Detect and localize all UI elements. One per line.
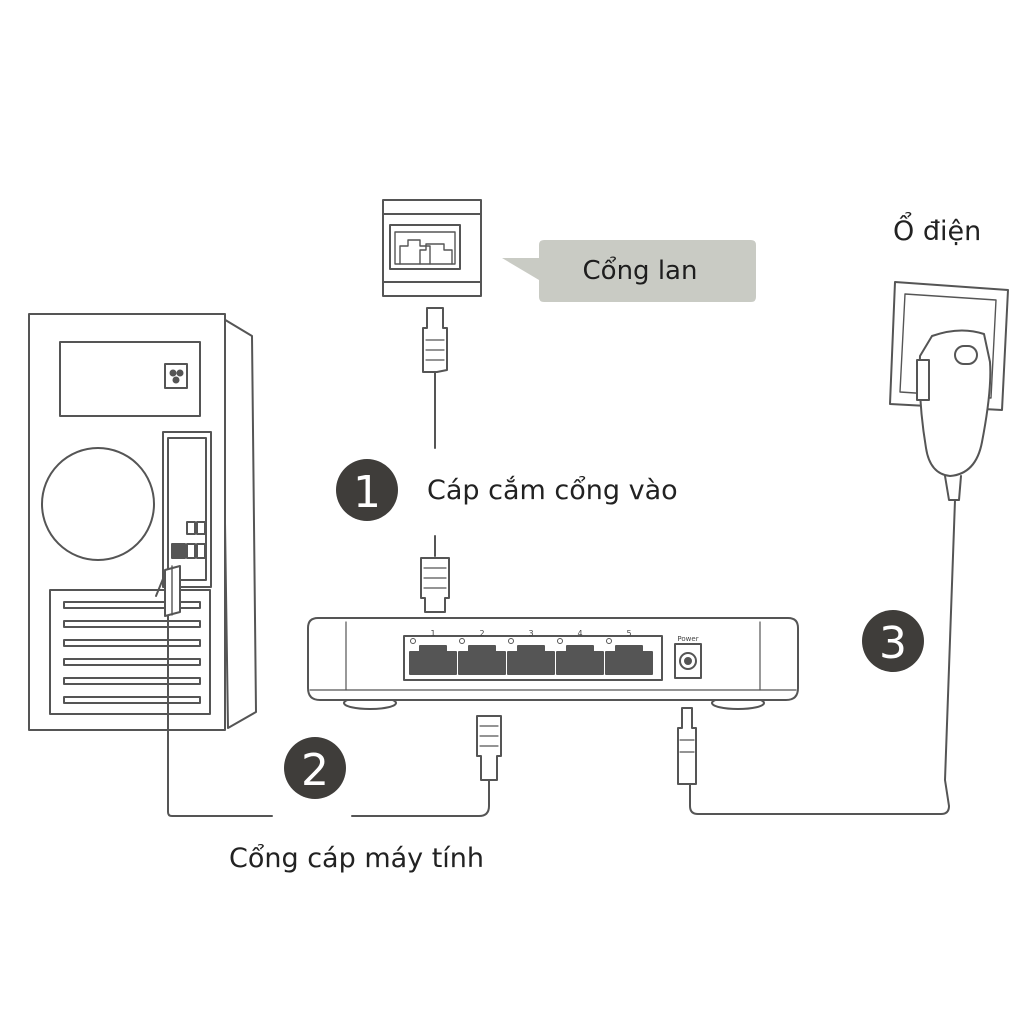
- switch-port-number: 4: [577, 629, 582, 638]
- input-cable-label: Cáp cắm cổng vào: [427, 475, 678, 506]
- lan-wall-jack-icon: [382, 199, 482, 297]
- power-cable-icon: [677, 499, 956, 815]
- step-1-badge: 1: [336, 459, 398, 521]
- step-1-number: 1: [353, 467, 381, 518]
- switch-port-number: 3: [528, 629, 533, 638]
- switch-port-3: 3: [507, 629, 555, 675]
- pc-tower-icon: [28, 313, 257, 731]
- switch-port-number: 5: [626, 629, 631, 638]
- step-2-number: 2: [301, 745, 329, 796]
- step-3-number: 3: [879, 618, 907, 669]
- computer-port-label: Cổng cáp máy tính: [229, 843, 485, 874]
- input-cable-icon: [420, 307, 450, 613]
- switch-port-number: 1: [430, 629, 435, 638]
- network-switch-icon: 1 2 3 4 5 Power: [307, 617, 799, 710]
- switch-port-2: 2: [458, 629, 506, 675]
- switch-port-4: 4: [556, 629, 604, 675]
- switch-port-number: 2: [479, 629, 484, 638]
- step-2-badge: 2: [284, 737, 346, 799]
- lan-port-label: Cổng lan: [583, 255, 698, 286]
- switch-port-1: 1: [409, 629, 457, 675]
- computer-cable-icon: [167, 615, 502, 817]
- power-outlet-icon: [889, 281, 1009, 501]
- switch-port-5: 5: [605, 629, 653, 675]
- lan-port-callout: Cổng lan: [502, 240, 756, 302]
- power-label: Power: [677, 635, 698, 643]
- step-3-badge: 3: [862, 610, 924, 672]
- power-outlet-label: Ổ điện: [893, 216, 982, 247]
